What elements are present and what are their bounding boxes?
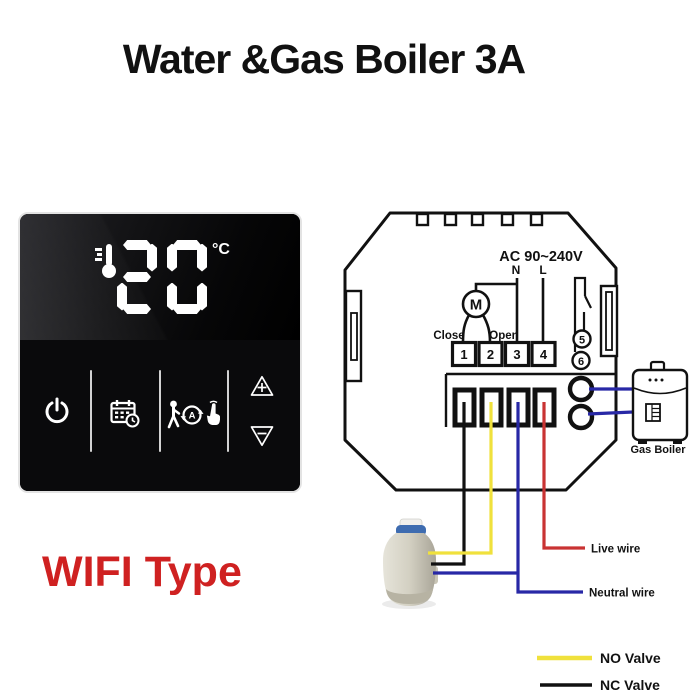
l-terminal-label: L <box>539 263 546 277</box>
motor-lead-open <box>481 314 492 343</box>
key-divider <box>159 370 161 452</box>
n-terminal-label: N <box>512 263 521 277</box>
left-mounting-bracket <box>344 289 363 383</box>
top-clip-tabs <box>415 212 544 227</box>
motor-label: M <box>470 297 483 314</box>
temperature-unit: °C <box>212 241 230 258</box>
valve-actuator <box>382 518 438 609</box>
power-button[interactable] <box>43 396 71 426</box>
no-valve-wire <box>428 402 493 555</box>
schedule-button[interactable] <box>110 399 140 428</box>
thermostat-display: °C <box>20 214 300 340</box>
aux-switch: 5 6 <box>571 276 592 371</box>
motor-to-n-line <box>474 282 517 291</box>
terminal-4: 4 <box>540 347 548 362</box>
gas-boiler-label: Gas Boiler <box>630 444 686 456</box>
terminal-5: 5 <box>579 335 585 347</box>
thermostat-touch-keys: A <box>20 340 300 491</box>
legend: NO Valve NC Valve <box>537 650 661 693</box>
terminal-bay-ledge <box>444 372 616 427</box>
neutral-wire-label: Neutral wire <box>589 588 655 600</box>
terminal-6: 6 <box>578 356 584 368</box>
motor-lead-close <box>461 314 471 343</box>
temp-down-button[interactable] <box>250 425 274 447</box>
voltage-label: AC 90~240V <box>499 249 583 265</box>
boiler-contact-2 <box>567 403 595 431</box>
gas-boiler: Gas Boiler <box>630 360 689 456</box>
live-wire-label: Live wire <box>591 544 640 556</box>
boiler-contact-1 <box>567 375 595 403</box>
terminal-2: 2 <box>487 347 494 362</box>
right-mounting-bracket <box>599 284 619 358</box>
motor-symbol <box>461 289 491 319</box>
terminal-1: 1 <box>460 347 467 362</box>
terminal-blocks: 1 2 3 4 <box>450 340 557 368</box>
key-divider <box>227 370 229 452</box>
thermostat-device: °C <box>18 212 302 493</box>
temperature-readout <box>117 240 207 314</box>
temp-up-button[interactable] <box>250 375 274 397</box>
close-label: Close <box>433 330 464 342</box>
boiler-link-2 <box>587 410 634 416</box>
key-divider <box>90 370 92 452</box>
terminal-3: 3 <box>513 347 520 362</box>
legend-no-valve-label: NO Valve <box>600 650 661 666</box>
thermometer-icon <box>95 244 116 278</box>
nc-valve-wire <box>431 402 466 566</box>
neutral-wire <box>433 402 583 594</box>
live-wire <box>542 402 585 550</box>
svg-text:A: A <box>189 411 196 422</box>
page-title: Water &Gas Boiler 3A <box>122 36 526 82</box>
mode-button[interactable]: A <box>166 399 220 431</box>
legend-nc-valve-label: NC Valve <box>600 677 660 693</box>
wiring-diagram: AC 90~240V N L M Close Open 1 2 3 4 <box>343 211 689 693</box>
open-label: Open <box>489 330 518 342</box>
wifi-type-label: WIFI Type <box>42 548 242 596</box>
